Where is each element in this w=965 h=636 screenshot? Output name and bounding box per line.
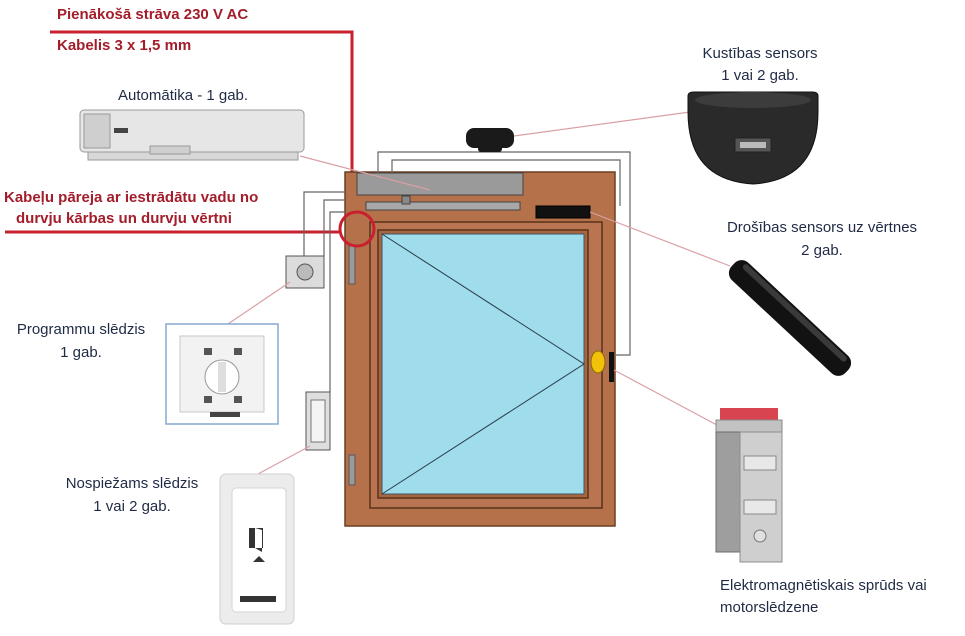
push-button-label-line1: Nospiežams slēdzis — [65, 475, 199, 492]
door-opening-lines — [381, 233, 585, 495]
connector-program-switch — [227, 281, 291, 325]
wiring-note-line1: Kabeļu pāreja ar iestrādātu vadu no — [4, 189, 259, 206]
automatics-device — [79, 109, 305, 161]
top-hinge — [348, 245, 356, 285]
motion-sensor-device — [687, 91, 819, 185]
push-button-label-line2: 1 vai 2 gab. — [93, 498, 171, 515]
lock-plate — [609, 352, 614, 382]
safety-sensor-device — [728, 260, 852, 376]
push-button-device — [219, 473, 295, 625]
lock-device — [715, 408, 783, 563]
connector-lock — [613, 369, 731, 433]
push-button-label: Nospiežams slēdzis 1 vai 2 gab. — [50, 474, 214, 517]
connector-automatics — [299, 155, 431, 191]
cable-transition-marker — [338, 210, 376, 248]
connector-motion-sensor — [513, 111, 691, 137]
door-handle — [590, 350, 606, 374]
automatics-label: Automātika - 1 gab. — [118, 87, 249, 104]
motion-sensor-label-line2: 1 vai 2 gab. — [721, 67, 799, 84]
program-switch-label-line2: 1 gab. — [60, 344, 102, 361]
program-switch-device — [165, 323, 279, 425]
motion-sensor-label: Kustības sensors 1 vai 2 gab. — [680, 44, 840, 86]
power-cable-spec: Kabelis 3 x 1,5 mm — [57, 37, 192, 54]
lock-label: Elektromagnētiskais sprūds vai motorslēd… — [720, 576, 927, 618]
program-switch-label: Programmu slēdzis 1 gab. — [2, 320, 160, 363]
safety-sensor-label: Drošības sensors uz vērtnes 2 gab. — [712, 218, 932, 261]
wiring-note-line2: durvju kārbas un durvju vērtni — [16, 210, 232, 227]
bottom-hinge — [348, 454, 356, 486]
door-glass — [381, 233, 585, 495]
safety-sensor-label-line2: 2 gab. — [801, 242, 843, 259]
motion-sensor-small — [466, 128, 514, 148]
operator-unit — [356, 172, 524, 196]
connector-safety-sensor — [589, 211, 731, 267]
safety-sensor-label-line1: Drošības sensors uz vērtnes — [726, 219, 918, 236]
leaf-safety-sensor — [535, 205, 591, 219]
lock-label-line2: motorslēdzene — [720, 599, 819, 616]
power-title: Pienākošā strāva 230 V AC — [57, 6, 249, 23]
operator-arm — [365, 201, 521, 211]
lock-label-line1: Elektromagnētiskais sprūds vai — [720, 577, 927, 594]
program-switch-label-line1: Programmu slēdzis — [16, 321, 146, 338]
motion-sensor-label-line1: Kustības sensors — [702, 45, 818, 62]
power-cable-line — [50, 30, 354, 176]
connector-push-button — [257, 445, 311, 475]
